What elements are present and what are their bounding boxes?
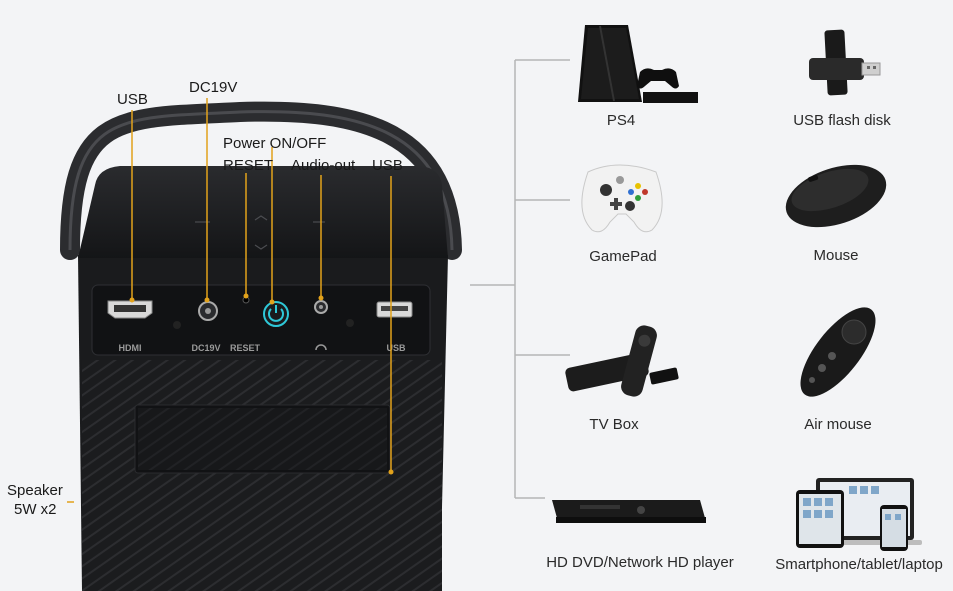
device-label-air-mouse: Air mouse	[804, 416, 872, 433]
projector-top	[78, 166, 448, 258]
dvd-player-icon	[552, 500, 706, 523]
callout-usb-right: USB	[372, 157, 403, 174]
device-label-mouse: Mouse	[813, 247, 859, 264]
device-label-gamepad: GamePad	[589, 248, 657, 265]
callout-reset: RESET	[223, 157, 274, 174]
mouse-icon	[785, 164, 887, 228]
power-button-icon	[263, 301, 289, 327]
callout-power: Power ON/OFF	[223, 135, 327, 152]
panel-label-reset: RESET	[230, 343, 261, 353]
usb-flash-disk-icon	[809, 29, 881, 96]
panel-label-dc19v: DC19V	[191, 343, 220, 353]
port-panel	[91, 284, 431, 356]
device-label-smart-devices: Smartphone/tablet/laptop	[775, 556, 943, 573]
ps4-console-icon	[578, 25, 698, 103]
device-label-ps4: PS4	[606, 112, 636, 129]
callout-speaker: Speaker	[7, 482, 63, 499]
callout-usb-left: USB	[117, 91, 148, 108]
air-mouse-icon	[800, 307, 876, 397]
gamepad-icon	[581, 164, 663, 233]
callout-lines	[67, 98, 392, 503]
panel-label-usb: USB	[386, 343, 406, 353]
device-label-usb-flash-disk: USB flash disk	[793, 112, 891, 129]
panel-label-hdmi: HDMI	[119, 343, 142, 353]
device-label-tv-box: TV Box	[589, 416, 639, 433]
connector-lines	[470, 59, 570, 499]
device-label-dvd-player: HD DVD/Network HD player	[546, 554, 734, 571]
smart-devices-icon	[796, 478, 922, 551]
tv-box-icon	[565, 325, 679, 397]
callout-speaker-power: 5W x2	[14, 501, 57, 518]
callout-audio-out: Audio-out	[291, 157, 356, 174]
callout-dc19v: DC19V	[189, 79, 238, 96]
